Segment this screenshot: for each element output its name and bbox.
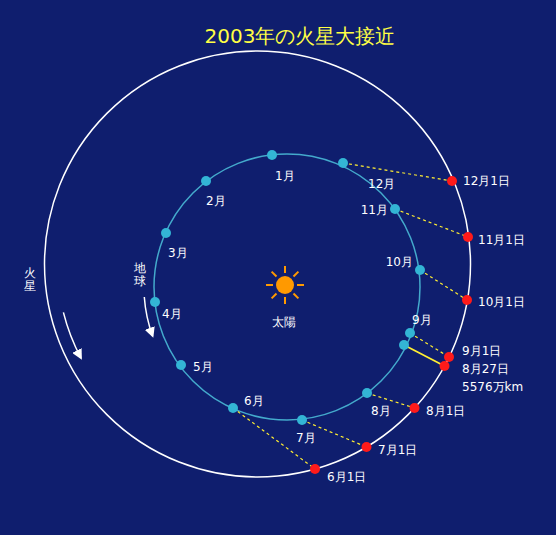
mars-date-label: 5576万km xyxy=(462,380,523,394)
mars-date-label: 6月1日 xyxy=(327,470,366,484)
earth-month-label: 5月 xyxy=(193,360,213,374)
earth-month-label: 9月 xyxy=(412,313,432,327)
earth-month-label: 6月 xyxy=(244,394,264,408)
mars-date-label: 7月1日 xyxy=(378,443,417,457)
earth-month-label: 11月 xyxy=(361,203,388,217)
closest-approach-line xyxy=(404,345,445,366)
mars-positions xyxy=(310,176,473,474)
planet-name: 火星 xyxy=(24,267,36,293)
mars-date-label: 10月1日 xyxy=(478,295,525,309)
earth-month-label: 8月 xyxy=(371,404,391,418)
mars-date-label: 11月1日 xyxy=(478,233,525,247)
earth-month-label: 10月 xyxy=(386,255,413,269)
mars-orbit xyxy=(45,51,471,477)
mars-date-label: 8月1日 xyxy=(426,404,465,418)
earth-month-label: 2月 xyxy=(206,194,226,208)
earth-positions xyxy=(150,150,425,425)
sun-label: 太陽 xyxy=(272,315,296,329)
earth-month-label: 1月 xyxy=(275,169,295,183)
diagram-title: 2003年の火星大接近 xyxy=(201,24,400,48)
mars-direction-arrow xyxy=(63,312,81,358)
mars-date-label: 8月27日 xyxy=(462,362,509,376)
sun-symbol xyxy=(266,266,304,304)
earth-month-label: 4月 xyxy=(162,307,182,321)
earth-month-label: 3月 xyxy=(168,246,188,260)
mars-date-label: 9月1日 xyxy=(462,344,501,358)
earth-month-label: 7月 xyxy=(296,431,316,445)
sight-lines xyxy=(233,163,468,469)
planet-name: 地球 xyxy=(134,262,146,288)
earth-month-label: 12月 xyxy=(368,177,395,191)
mars-date-label: 12月1日 xyxy=(463,174,510,188)
earth-orbit xyxy=(154,154,420,420)
